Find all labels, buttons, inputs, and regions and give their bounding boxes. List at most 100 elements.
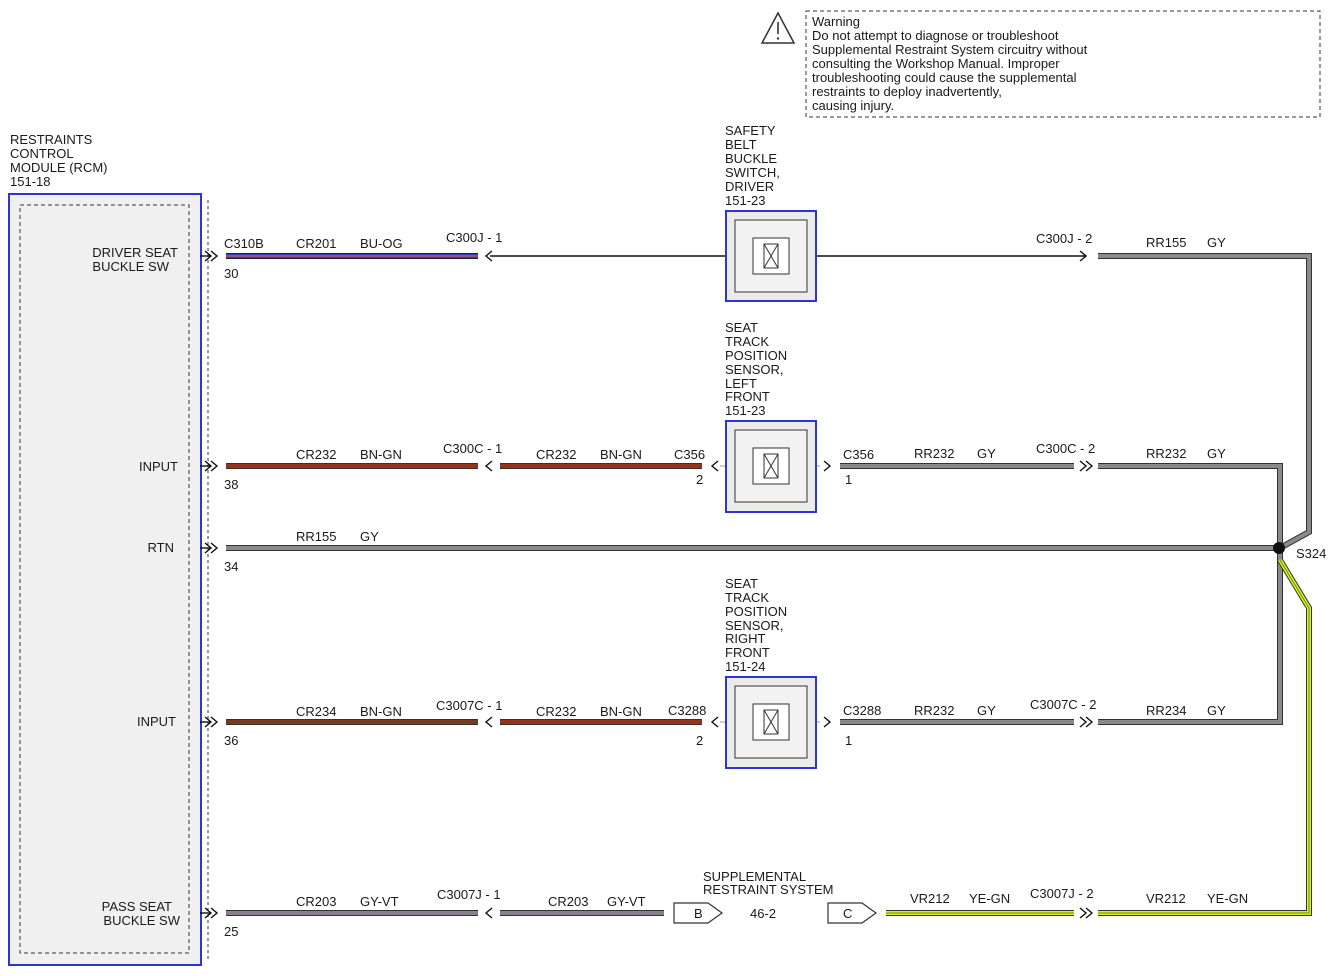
- wire-color-label: BU-OG: [360, 236, 403, 251]
- rcm-pin-number: 36: [224, 733, 238, 748]
- component-label: SEAT: [725, 320, 758, 335]
- rcm-module: RESTRAINTS CONTROL MODULE (RCM) 151-18 D…: [8, 132, 264, 966]
- circuit-label: CR203: [548, 894, 588, 909]
- connector-label: C3007J - 2: [1030, 886, 1094, 901]
- component-label: SENSOR,: [725, 362, 784, 377]
- component-label: LEFT: [725, 376, 757, 391]
- component-label: 151-24: [725, 659, 765, 674]
- rcm-title-line: RESTRAINTS: [10, 132, 93, 147]
- rcm-pin-number: 25: [224, 924, 238, 939]
- switch-symbol-icon: [763, 243, 779, 269]
- splice-label: S324: [1296, 546, 1326, 561]
- component-label: FRONT: [725, 389, 770, 404]
- srs-label: SUPPLEMENTAL: [703, 869, 806, 884]
- srs-tag-c: [827, 902, 878, 924]
- warning-line: troubleshooting could cause the suppleme…: [812, 70, 1077, 85]
- wire-color-label: GY: [977, 703, 996, 718]
- circuit-label: CR234: [296, 704, 336, 719]
- rcm-pin-label: RTN: [148, 540, 174, 555]
- circuit-label: CR203: [296, 894, 336, 909]
- circuit-label: CR232: [536, 704, 576, 719]
- wire-color-label: YE-GN: [1207, 891, 1248, 906]
- warning-line: Warning: [812, 14, 860, 29]
- wire-rr234: [1098, 548, 1283, 725]
- circuit-label: RR155: [296, 529, 336, 544]
- component-label: FRONT: [725, 645, 770, 660]
- wire-color-label: BN-GN: [360, 447, 402, 462]
- connector-label: C3007C - 1: [436, 698, 502, 713]
- component-buckle-switch: SAFETY BELT BUCKLE SWITCH, DRIVER 151-23: [725, 123, 817, 302]
- circuit-label: VR212: [1146, 891, 1186, 906]
- component-label: BELT: [725, 137, 757, 152]
- connector-label: C300J - 2: [1036, 231, 1092, 246]
- warning-box: Warning Do not attempt to diagnose or tr…: [760, 10, 1321, 118]
- sensor-symbol-icon: [763, 453, 779, 479]
- component-label: SAFETY: [725, 123, 776, 138]
- rcm-title-line: 151-18: [10, 174, 50, 189]
- wire-color-label: BN-GN: [600, 447, 642, 462]
- warning-line: causing injury.: [812, 98, 894, 113]
- rcm-pin-label: BUCKLE SW: [103, 913, 180, 928]
- wire-color-label: BN-GN: [600, 704, 642, 719]
- warning-line: Supplemental Restraint System circuitry …: [812, 42, 1088, 57]
- wire-labels: CR201 BU-OG C300J - 1 C300J - 2 RR155 GY…: [296, 230, 1248, 909]
- inline-connector-arrows: [484, 250, 1094, 919]
- component-label: POSITION: [725, 348, 787, 363]
- wire-color-label: GY: [1207, 446, 1226, 461]
- warning-triangle-icon: [760, 11, 796, 44]
- pin-number: 1: [845, 733, 852, 748]
- rcm-pin-label: INPUT: [139, 459, 178, 474]
- srs-reference: SUPPLEMENTAL RESTRAINT SYSTEM B 46-2 C: [673, 869, 878, 924]
- srs-tag-c-label: C: [843, 906, 852, 921]
- circuit-label: RR232: [914, 703, 954, 718]
- rcm-connector-label: C310B: [224, 236, 264, 251]
- srs-tag-b: [673, 902, 724, 924]
- component-seat-track-lf: SEAT TRACK POSITION SENSOR, LEFT FRONT 1…: [725, 320, 817, 513]
- connector-label: C3288: [843, 703, 881, 718]
- circuit-label: CR232: [536, 447, 576, 462]
- warning-line: restraints to deploy inadvertently,: [812, 84, 1002, 99]
- connector-label: C356: [843, 447, 874, 462]
- component-label: 151-23: [725, 403, 765, 418]
- component-label: SEAT: [725, 576, 758, 591]
- rcm-pin-number: 34: [224, 559, 238, 574]
- rcm-pin-number: 38: [224, 477, 238, 492]
- circuit-label: RR232: [914, 446, 954, 461]
- wire-color-label: GY: [360, 529, 379, 544]
- rcm-pin-label: DRIVER SEAT: [92, 245, 178, 260]
- component-label: RIGHT: [725, 631, 766, 646]
- rcm-outline: [8, 193, 202, 966]
- pin-number: 1: [845, 472, 852, 487]
- pin-number: 2: [696, 472, 703, 487]
- connector-label: C300C - 1: [443, 441, 502, 456]
- circuit-label: CR232: [296, 447, 336, 462]
- connector-label: C356: [674, 447, 705, 462]
- component-label: 151-23: [725, 193, 765, 208]
- component-label: SWITCH,: [725, 165, 780, 180]
- circuit-label: VR212: [910, 891, 950, 906]
- srs-tag-b-label: B: [694, 906, 703, 921]
- wire-color-label: BN-GN: [360, 704, 402, 719]
- connector-label: C3007C - 2: [1030, 697, 1096, 712]
- rcm-pin-number: 30: [224, 266, 238, 281]
- wire-color-label: GY: [1207, 703, 1226, 718]
- rcm-pin-label: PASS SEAT: [102, 899, 172, 914]
- rcm-pin-arrows: [200, 250, 219, 919]
- connector-label: C300J - 1: [446, 230, 502, 245]
- connector-label: C3288: [668, 703, 706, 718]
- wire-color-label: GY: [1207, 235, 1226, 250]
- component-label: TRACK: [725, 590, 769, 605]
- wire-color-label: GY-VT: [360, 894, 399, 909]
- component-label: DRIVER: [725, 179, 774, 194]
- rcm-inner-dashed: [19, 204, 190, 954]
- wire-rr232-d: [1098, 463, 1283, 548]
- wire-color-label: YE-GN: [969, 891, 1010, 906]
- component-label: TRACK: [725, 334, 769, 349]
- component-label: POSITION: [725, 604, 787, 619]
- warning-line: Do not attempt to diagnose or troublesho…: [812, 28, 1059, 43]
- circuit-label: CR201: [296, 236, 336, 251]
- rcm-title-line: CONTROL: [10, 146, 74, 161]
- rcm-title-line: MODULE (RCM): [10, 160, 108, 175]
- pin-number: 2: [696, 733, 703, 748]
- rcm-pin-label: BUCKLE SW: [92, 259, 169, 274]
